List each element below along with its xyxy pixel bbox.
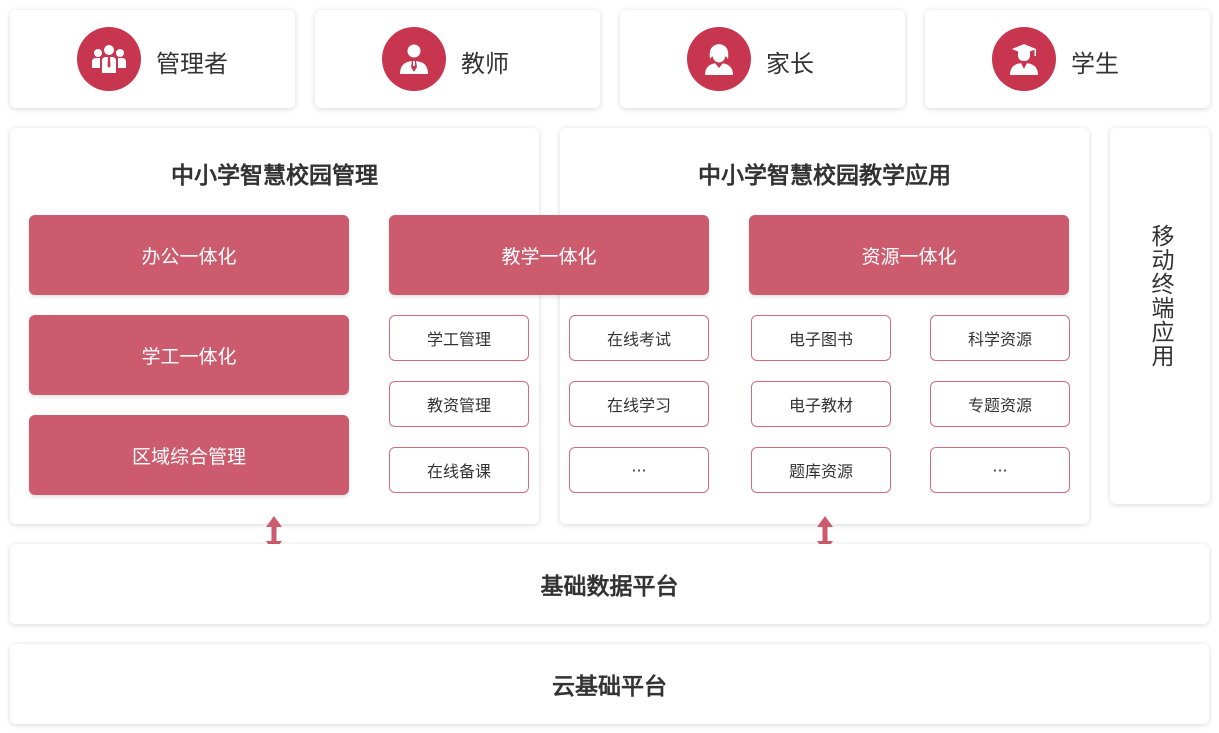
item-science-resources[interactable]: 科学资源 (930, 315, 1070, 361)
item-topic-resources[interactable]: 专题资源 (930, 381, 1070, 427)
role-label: 管理者 (156, 50, 228, 78)
role-label: 学生 (1071, 50, 1119, 78)
data-platform-label: 基础数据平台 (540, 574, 679, 600)
data-platform[interactable]: 基础数据平台 (10, 544, 1209, 624)
block-student-affairs[interactable]: 学工一体化 (29, 315, 349, 395)
item-ebooks[interactable]: 电子图书 (751, 315, 891, 361)
cloud-platform-label: 云基础平台 (552, 674, 667, 700)
item-online-lesson-prep[interactable]: 在线备课 (389, 447, 529, 493)
mobile-panel[interactable]: 移动终端应用 (1110, 128, 1210, 504)
cloud-platform[interactable]: 云基础平台 (10, 644, 1209, 724)
role-card-teacher[interactable]: 教师 (315, 10, 600, 108)
group-icon (77, 27, 141, 91)
student-icon (992, 27, 1056, 91)
role-card-admin[interactable]: 管理者 (10, 10, 295, 108)
item-question-bank[interactable]: 题库资源 (751, 447, 891, 493)
item-e-textbooks[interactable]: 电子教材 (751, 381, 891, 427)
double-arrow-icon (817, 516, 833, 552)
item-online-exam[interactable]: 在线考试 (569, 315, 709, 361)
role-label: 家长 (766, 50, 814, 78)
item-teacher-management[interactable]: 教资管理 (389, 381, 529, 427)
teaching-title: 中小学智慧校园教学应用 (698, 163, 951, 189)
block-resource[interactable]: 资源一体化 (749, 215, 1069, 295)
role-card-student[interactable]: 学生 (925, 10, 1210, 108)
double-arrow-icon (266, 516, 282, 552)
parent-icon (687, 27, 751, 91)
management-title: 中小学智慧校园管理 (171, 163, 378, 189)
teacher-icon (382, 27, 446, 91)
block-regional-management[interactable]: 区域综合管理 (29, 415, 349, 495)
role-label: 教师 (461, 50, 509, 78)
item-more[interactable]: ··· (569, 447, 709, 493)
item-online-learning[interactable]: 在线学习 (569, 381, 709, 427)
item-student-management[interactable]: 学工管理 (389, 315, 529, 361)
mobile-label: 移动终端应用 (1147, 224, 1173, 368)
item-more[interactable]: ··· (930, 447, 1070, 493)
role-card-parent[interactable]: 家长 (620, 10, 905, 108)
block-office[interactable]: 办公一体化 (29, 215, 349, 295)
block-teaching[interactable]: 教学一体化 (389, 215, 709, 295)
